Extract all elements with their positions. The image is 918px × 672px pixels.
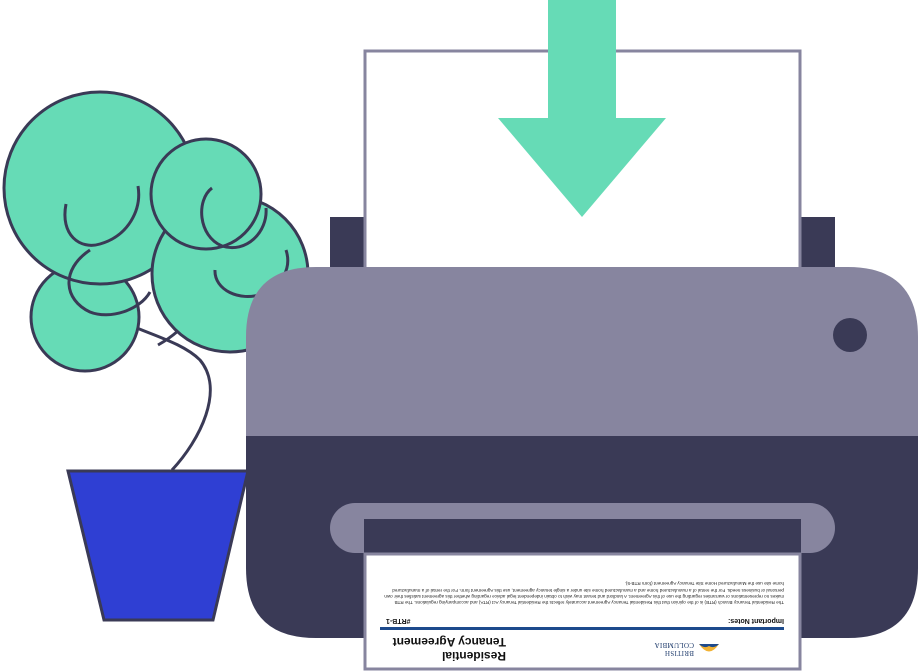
logo-line-2: COLUMBIA <box>654 641 694 649</box>
output-paper-sheet <box>363 552 802 671</box>
bc-government-logo-icon: BRITISH COLUMBIA <box>644 635 720 661</box>
download-arrow-icon <box>498 0 666 217</box>
document-title-line-2: Tenancy Agreement <box>392 635 506 649</box>
potted-plant-icon <box>2 90 310 622</box>
printer-top-body <box>246 267 918 437</box>
plant-pot <box>66 469 250 622</box>
bc-logo-wordmark: BRITISH COLUMBIA <box>654 641 694 657</box>
header-rule <box>380 627 784 630</box>
document-body-text: The Residential Tenancy Branch (RTB) is … <box>384 581 784 605</box>
bc-sun-icon <box>699 644 719 652</box>
plant-leaf-curl <box>67 248 152 317</box>
printer-icon <box>246 0 918 671</box>
power-button[interactable] <box>833 318 867 352</box>
plant-leaf-curl <box>200 186 268 250</box>
printed-document: BRITISH COLUMBIA Residential Tenancy Agr… <box>366 555 798 669</box>
form-id: #RTB-1 <box>386 617 411 624</box>
document-title: Residential Tenancy Agreement <box>386 635 506 663</box>
document-title-line-1: Residential <box>441 649 506 663</box>
plant-leaf-curl <box>63 185 141 247</box>
output-slot <box>364 519 801 555</box>
notes-heading: Important Notes: <box>728 617 784 624</box>
logo-line-1: BRITISH <box>664 649 694 657</box>
